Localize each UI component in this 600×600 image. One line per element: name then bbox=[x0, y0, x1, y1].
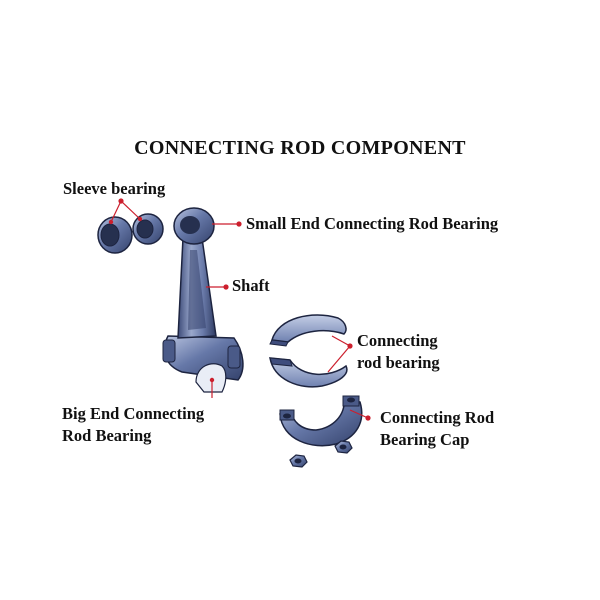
label-bearing-cap-line2: Bearing Cap bbox=[380, 430, 470, 449]
label-shaft: Shaft bbox=[232, 276, 270, 295]
sleeve-bearing-right bbox=[132, 213, 164, 245]
label-big-end-line1: Big End Connecting bbox=[62, 404, 205, 423]
leader-sleeve bbox=[110, 200, 122, 223]
label-sleeve-bearing: Sleeve bearing bbox=[63, 179, 166, 198]
label-connecting-rod-bearing-line1: Connecting bbox=[357, 331, 438, 350]
nut-right bbox=[334, 440, 353, 454]
label-big-end-line2: Rod Bearing bbox=[62, 426, 152, 445]
connecting-rod-bearing-upper bbox=[269, 314, 347, 347]
diagram-title: CONNECTING ROD COMPONENT bbox=[134, 137, 466, 159]
nut-left bbox=[289, 454, 308, 468]
connecting-rod-bearing-lower bbox=[269, 357, 348, 388]
leader-dots bbox=[108, 198, 371, 421]
leader-sleeve-2 bbox=[120, 200, 141, 220]
leader-conn-bearing-2 bbox=[327, 345, 351, 373]
connecting-rod-bearing-cap bbox=[279, 395, 363, 447]
connecting-rod bbox=[162, 207, 244, 393]
leader-lines bbox=[110, 200, 369, 419]
sleeve-bearing-left bbox=[97, 216, 133, 254]
label-small-end-bearing: Small End Connecting Rod Bearing bbox=[246, 214, 499, 233]
leader-conn-bearing bbox=[331, 335, 351, 347]
leader-cap bbox=[349, 409, 369, 419]
label-bearing-cap-line1: Connecting Rod bbox=[380, 408, 495, 427]
label-connecting-rod-bearing-line2: rod bearing bbox=[357, 353, 440, 372]
